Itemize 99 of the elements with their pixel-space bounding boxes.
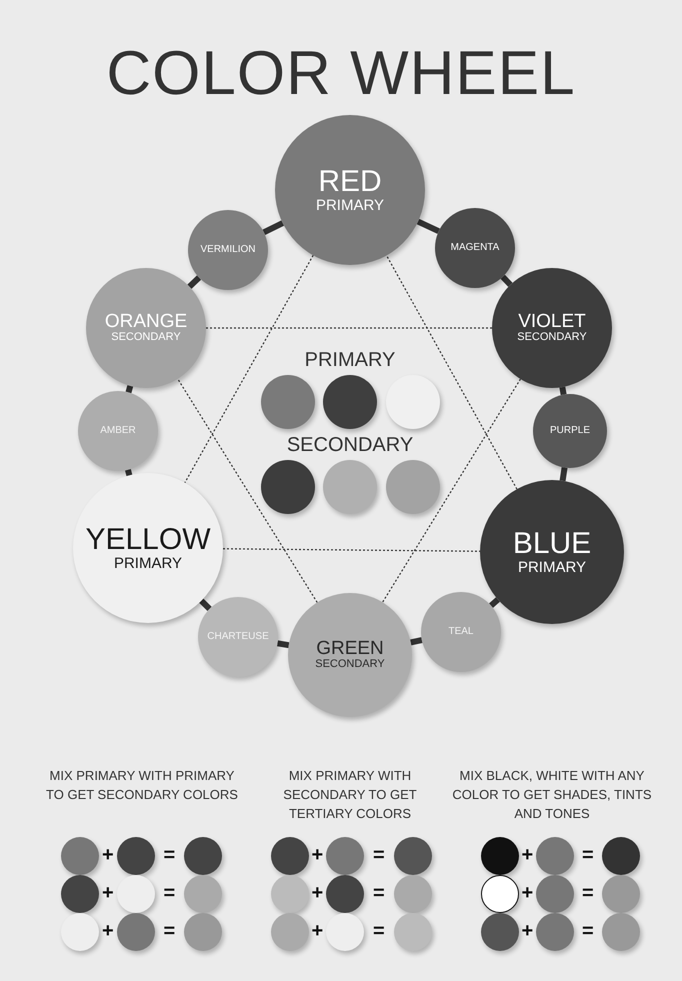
connector-line	[410, 637, 422, 646]
color-swatch	[117, 875, 155, 913]
color-swatch	[536, 875, 574, 913]
color-circle	[78, 391, 158, 471]
connector-line	[489, 597, 500, 608]
plus-sign: +	[312, 883, 324, 903]
connector-line	[560, 467, 568, 482]
equals-sign: =	[164, 921, 176, 941]
dotted-line	[184, 255, 314, 483]
connector-line	[277, 640, 290, 648]
section-heading: PRIMARY	[304, 349, 396, 372]
connector-line	[262, 220, 284, 236]
color-swatch	[481, 913, 519, 951]
instruction-text: MIX PRIMARY WITH SECONDARY TO GET TERTIARY COLORS	[282, 767, 418, 823]
connector-line	[500, 274, 513, 287]
dotted-line	[222, 548, 480, 552]
instruction-text: MIX BLACK, WHITE WITH ANY COLOR TO GET SHADES, TINTS AND TONES	[452, 767, 652, 823]
dotted-line	[177, 378, 318, 603]
color-swatch	[271, 875, 309, 913]
color-swatch	[117, 913, 155, 951]
equals-sign: =	[582, 883, 594, 903]
connector-line	[187, 275, 202, 289]
equals-sign: =	[373, 921, 385, 941]
color-name: AMBER	[100, 426, 136, 436]
plus-sign: +	[522, 845, 534, 865]
color-swatch	[61, 913, 99, 951]
color-name: RED	[318, 166, 382, 198]
plus-sign: +	[102, 883, 114, 903]
section-heading: SECONDARY	[286, 434, 414, 457]
color-type: SECONDARY	[111, 332, 181, 344]
color-swatch	[326, 837, 364, 875]
color-swatch	[602, 837, 640, 875]
color-swatch	[394, 837, 432, 875]
dotted-line	[382, 378, 521, 603]
color-swatch	[536, 913, 574, 951]
color-type: SECONDARY	[315, 659, 385, 671]
equals-sign: =	[164, 845, 176, 865]
color-swatch	[326, 913, 364, 951]
connector-line	[125, 469, 132, 476]
color-type: PRIMARY	[114, 556, 182, 572]
color-swatch	[271, 837, 309, 875]
color-swatch	[117, 837, 155, 875]
color-swatch	[61, 837, 99, 875]
equals-sign: =	[373, 845, 385, 865]
color-name: TEAL	[448, 626, 474, 638]
plus-sign: +	[312, 845, 324, 865]
plus-sign: +	[102, 845, 114, 865]
color-type: PRIMARY	[316, 198, 384, 214]
color-swatch	[394, 875, 432, 913]
color-name: YELLOW	[85, 524, 211, 556]
color-swatch	[394, 913, 432, 951]
color-swatch	[184, 875, 222, 913]
title: COLOR WHEEL	[105, 40, 577, 108]
color-name: CHARTEUSE	[207, 632, 269, 642]
color-swatch	[271, 913, 309, 951]
color-name: PURPLE	[550, 426, 590, 436]
color-circle	[533, 394, 607, 468]
color-circle	[198, 597, 278, 677]
equals-sign: =	[582, 921, 594, 941]
color-circle	[421, 592, 501, 672]
color-swatch	[386, 375, 440, 429]
color-type: PRIMARY	[518, 560, 586, 576]
connector-line	[559, 386, 567, 396]
color-swatch	[323, 460, 377, 514]
color-swatch	[184, 837, 222, 875]
equals-sign: =	[373, 883, 385, 903]
color-type: SECONDARY	[517, 332, 587, 344]
color-swatch	[536, 837, 574, 875]
dotted-line	[386, 255, 518, 490]
color-name: VIOLET	[518, 312, 586, 332]
plus-sign: +	[312, 921, 324, 941]
color-name: MAGENTA	[450, 242, 500, 254]
dotted-line	[206, 327, 492, 329]
color-swatch	[261, 375, 315, 429]
equals-sign: =	[582, 845, 594, 865]
color-swatch	[61, 875, 99, 913]
color-swatch	[481, 837, 519, 875]
connector-line	[126, 385, 134, 394]
color-swatch	[261, 460, 315, 514]
plus-sign: +	[522, 883, 534, 903]
color-name: VERMILION	[200, 244, 256, 256]
color-circle	[435, 208, 515, 288]
plus-sign: +	[102, 921, 114, 941]
instruction-text: MIX PRIMARY WITH PRIMARY TO GET SECONDARY COLORS	[45, 767, 239, 804]
color-swatch	[602, 875, 640, 913]
color-swatch	[386, 460, 440, 514]
equals-sign: =	[164, 883, 176, 903]
color-swatch	[602, 913, 640, 951]
color-name: GREEN	[316, 639, 384, 660]
color-swatch	[481, 875, 519, 913]
color-swatch	[323, 375, 377, 429]
color-swatch	[326, 875, 364, 913]
plus-sign: +	[522, 921, 534, 941]
color-circle	[188, 210, 268, 290]
color-swatch	[184, 913, 222, 951]
color-name: BLUE	[512, 528, 592, 560]
connector-line	[416, 218, 440, 234]
color-name: ORANGE	[104, 312, 188, 332]
connector-line	[199, 598, 212, 611]
